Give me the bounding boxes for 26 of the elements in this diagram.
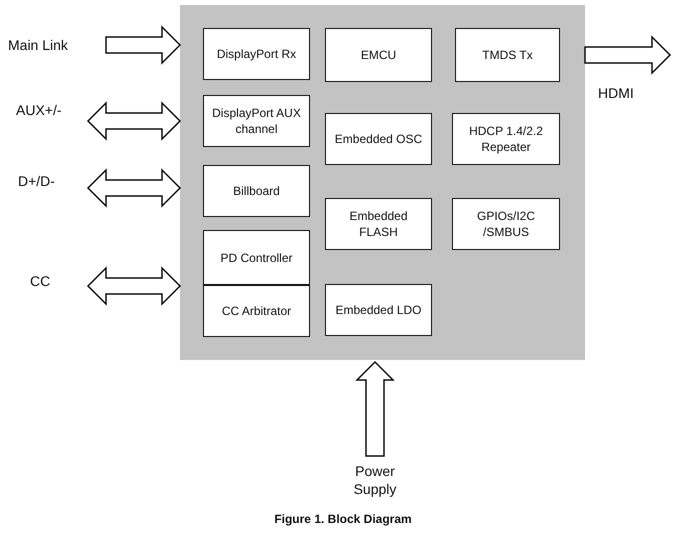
block-arrow [86,101,182,141]
function-block: Embedded LDO [325,284,432,336]
function-block: CC Arbitrator [203,285,310,337]
signal-label: CC [30,272,82,292]
signal-label: Main Link [8,36,100,56]
chip-block [180,5,585,360]
signal-label: Power Supply [340,462,410,502]
function-block: Embedded FLASH [325,198,432,250]
signal-label: D+/D- [18,172,82,192]
signal-label: HDMI [598,84,670,104]
function-block: HDCP 1.4/2.2 Repeater [452,113,560,165]
function-block: Embedded OSC [325,113,432,165]
block-arrow [584,35,672,75]
block-arrow [86,168,182,208]
function-block: TMDS Tx [455,28,560,82]
block-arrow [86,266,182,306]
function-block: GPIOs/I2C /SMBUS [452,198,560,250]
function-block: DisplayPort Rx [203,28,310,80]
function-block: DisplayPort AUX channel [203,95,310,147]
block-arrow [105,25,182,65]
signal-label: AUX+/- [16,101,82,121]
figure-caption: Figure 1. Block Diagram [273,512,413,526]
function-block: PD Controller [203,230,310,285]
function-block: EMCU [325,28,432,82]
block-arrow [355,360,395,457]
function-block: Billboard [203,165,310,217]
